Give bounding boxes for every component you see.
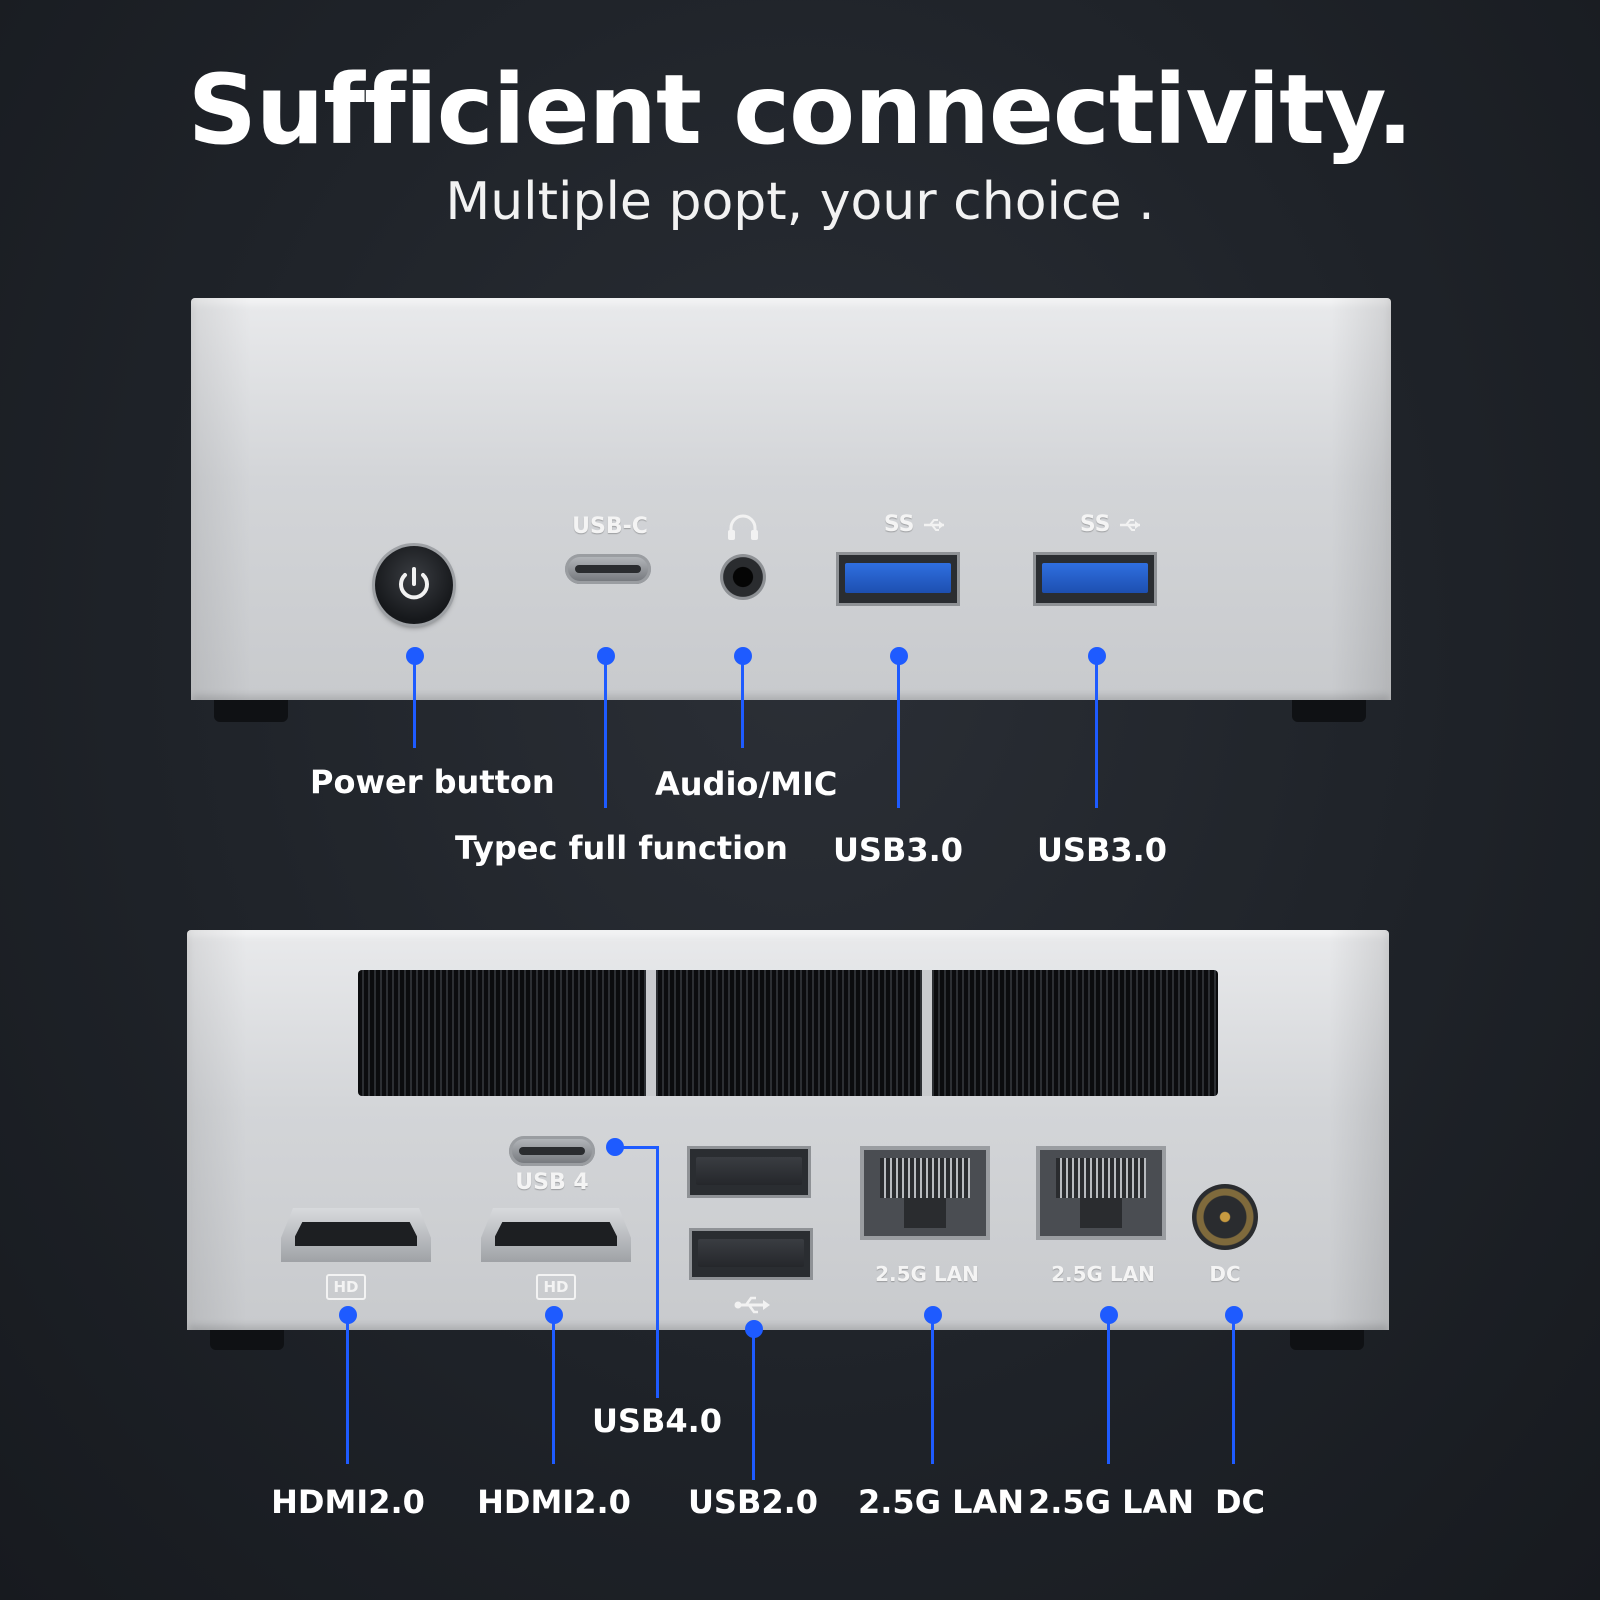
usbc-print: USB-C [572,514,648,539]
callout-dot [1088,647,1106,665]
usb4-print: USB 4 [515,1170,589,1195]
callout-line [741,660,744,748]
callout-line [752,1332,755,1480]
callout-dot [406,647,424,665]
device-foot [1292,700,1366,722]
usb-icon [922,517,948,533]
ss-usb-print: SS [866,512,966,537]
callout-line [413,660,416,748]
label-usb3-a: USB3.0 [832,831,964,869]
callout-dot [606,1138,624,1156]
device-foot [1290,1328,1364,1350]
usb2-port [689,1228,813,1280]
vent-divider [922,970,932,1096]
ss-print-text: SS [883,512,915,537]
vent-divider [646,970,656,1096]
hd-badge: HD [536,1274,576,1300]
lan-print: 2.5G LAN [1051,1262,1155,1286]
callout-line [656,1146,659,1398]
label-usb4: USB4.0 [591,1402,723,1440]
usb3-port [836,552,960,606]
callout-line [552,1318,555,1464]
callout-line [620,1146,659,1149]
callout-line [897,660,900,808]
label-usb3-b: USB3.0 [1036,831,1168,869]
headphone-icon [726,512,760,542]
callout-dot [339,1306,357,1324]
usb-icon [1118,517,1144,533]
power-button [375,546,453,624]
dc-jack [1192,1184,1258,1250]
power-icon [393,564,435,606]
page-subtitle: Multiple popt, your choice . [445,172,1155,232]
callout-dot [1225,1306,1243,1324]
label-lan-1: 2.5G LAN [858,1483,1025,1521]
device-foot [214,700,288,722]
label-usb2: USB2.0 [687,1483,819,1521]
label-hdmi-1: HDMI2.0 [271,1483,425,1521]
hd-badge: HD [326,1274,366,1300]
dc-print: DC [1209,1262,1241,1286]
audio-jack [720,554,766,600]
callout-dot [745,1320,763,1338]
lan-print: 2.5G LAN [875,1262,979,1286]
callout-dot [924,1306,942,1324]
usb4-port [509,1136,595,1166]
label-lan-2: 2.5G LAN [1028,1483,1195,1521]
hdmi-port [481,1208,631,1262]
vent-grille [358,970,1218,1096]
usb3-port [1033,552,1157,606]
ss-print-text: SS [1079,512,1111,537]
label-power-button: Power button [310,763,555,801]
label-typec: Typec full function [455,829,788,867]
hdmi-port [281,1208,431,1262]
callout-line [1232,1318,1235,1464]
usb-icon [734,1294,774,1316]
usb2-port [687,1146,811,1198]
callout-dot [597,647,615,665]
callout-dot [890,647,908,665]
callout-dot [1100,1306,1118,1324]
usbc-port [565,554,651,584]
label-audio: Audio/MIC [655,765,838,803]
callout-dot [734,647,752,665]
page-title: Sufficient connectivity. [187,54,1413,166]
device-foot [210,1328,284,1350]
callout-line [346,1318,349,1464]
label-dc: DC [1214,1483,1266,1521]
callout-line [1107,1318,1110,1464]
front-panel [191,298,1391,700]
callout-line [931,1318,934,1464]
ss-usb-print: SS [1062,512,1162,537]
callout-line [1095,660,1098,808]
lan-port [860,1146,990,1240]
callout-dot [545,1306,563,1324]
lan-port [1036,1146,1166,1240]
label-hdmi-2: HDMI2.0 [477,1483,631,1521]
callout-line [604,660,607,808]
